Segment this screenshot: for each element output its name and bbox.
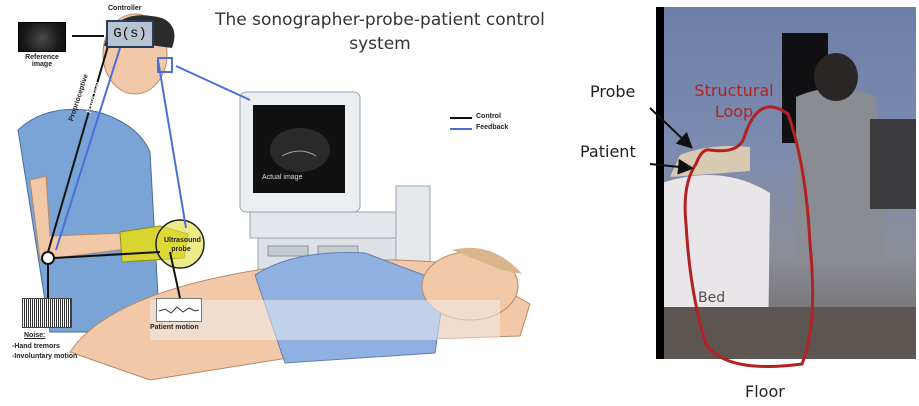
controller-label: Controller: [108, 5, 141, 12]
structural-loop-label: Structural Loop: [684, 80, 784, 122]
floor-label: Floor: [745, 382, 785, 401]
legend-feedback-swatch: [450, 128, 472, 130]
controller-box: G(s): [106, 20, 154, 48]
patient-motion-graph: [156, 298, 202, 322]
control-system-illustration: [0, 0, 560, 406]
noise-item-hand-tremors: -Hand tremors: [12, 343, 60, 350]
reference-image-label: Reference image: [16, 54, 68, 68]
patient-photo-label: Patient: [580, 142, 636, 161]
probe-photo-label: Probe: [590, 82, 635, 101]
probe-label: Ultrasound probe: [164, 236, 198, 254]
legend-control-label: Control: [476, 113, 501, 120]
reference-image: [18, 22, 66, 52]
noise-graph: [22, 298, 72, 328]
patient-motion-label: Patient motion: [150, 324, 199, 331]
noise-item-involuntary-motion: -Involuntary motion: [12, 353, 77, 360]
bed-label: Bed: [698, 290, 725, 306]
legend-feedback-label: Feedback: [476, 124, 508, 131]
noise-title: Noise:: [24, 332, 45, 339]
actual-image-label: Actual image: [262, 174, 302, 181]
legend-control-swatch: [450, 117, 472, 119]
